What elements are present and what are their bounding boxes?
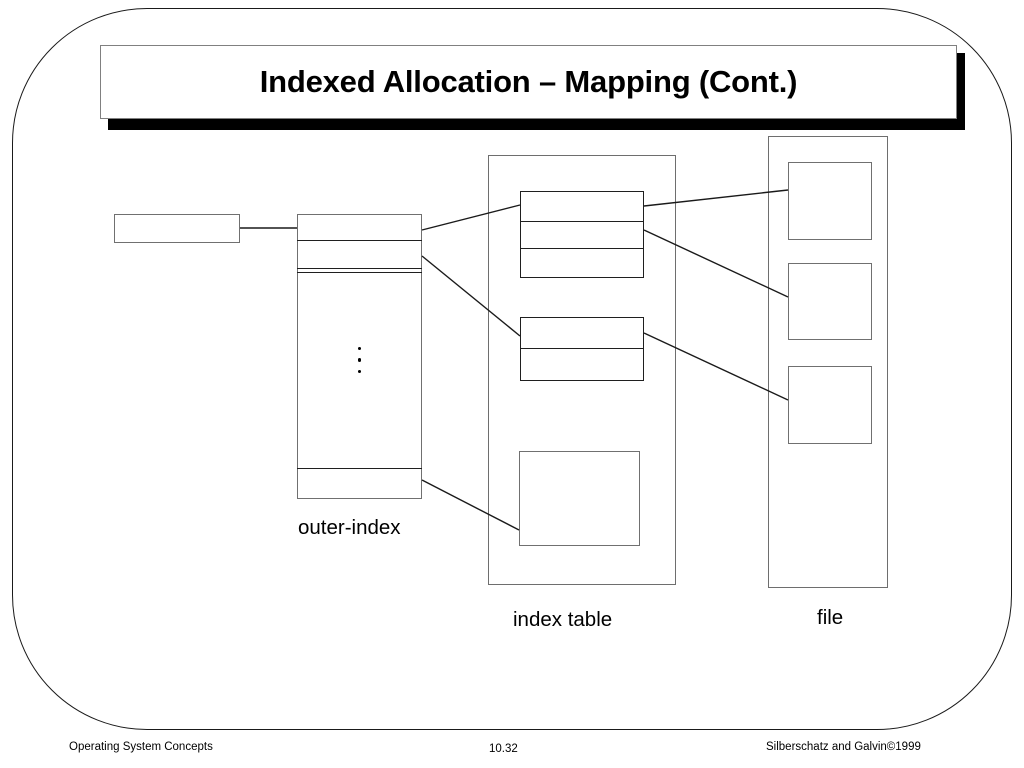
outer-index-divider-1 <box>297 240 422 241</box>
index-table-group-3 <box>519 451 640 546</box>
index-table-group-2 <box>520 317 644 381</box>
file-block-3 <box>788 366 872 444</box>
outer-index-divider-3 <box>297 272 422 273</box>
file-block-2 <box>788 263 872 340</box>
footer-page-number: 10.32 <box>489 743 518 755</box>
footer-copyright: Silberschatz and Galvin©1999 <box>766 741 921 753</box>
index-group-1-divider-2 <box>520 248 644 249</box>
outer-index-divider-2 <box>297 268 422 269</box>
page-title: Indexed Allocation – Mapping (Cont.) <box>259 64 798 99</box>
slide-frame-border <box>12 8 1012 730</box>
index-group-2-divider-1 <box>520 348 644 349</box>
index-table-label: index table <box>513 608 613 631</box>
index-group-1-divider-1 <box>520 221 644 222</box>
outer-index-column <box>297 214 422 499</box>
file-label: file <box>817 606 844 629</box>
vertical-ellipsis-icon <box>358 347 362 373</box>
outer-index-divider-4 <box>297 468 422 469</box>
file-block-1 <box>788 162 872 240</box>
footer-book-title: Operating System Concepts <box>69 741 213 753</box>
title-box: Indexed Allocation – Mapping (Cont.) <box>100 45 957 119</box>
outer-index-label: outer-index <box>298 516 401 539</box>
file-pointer-box <box>114 214 240 243</box>
index-table-group-1 <box>520 191 644 278</box>
